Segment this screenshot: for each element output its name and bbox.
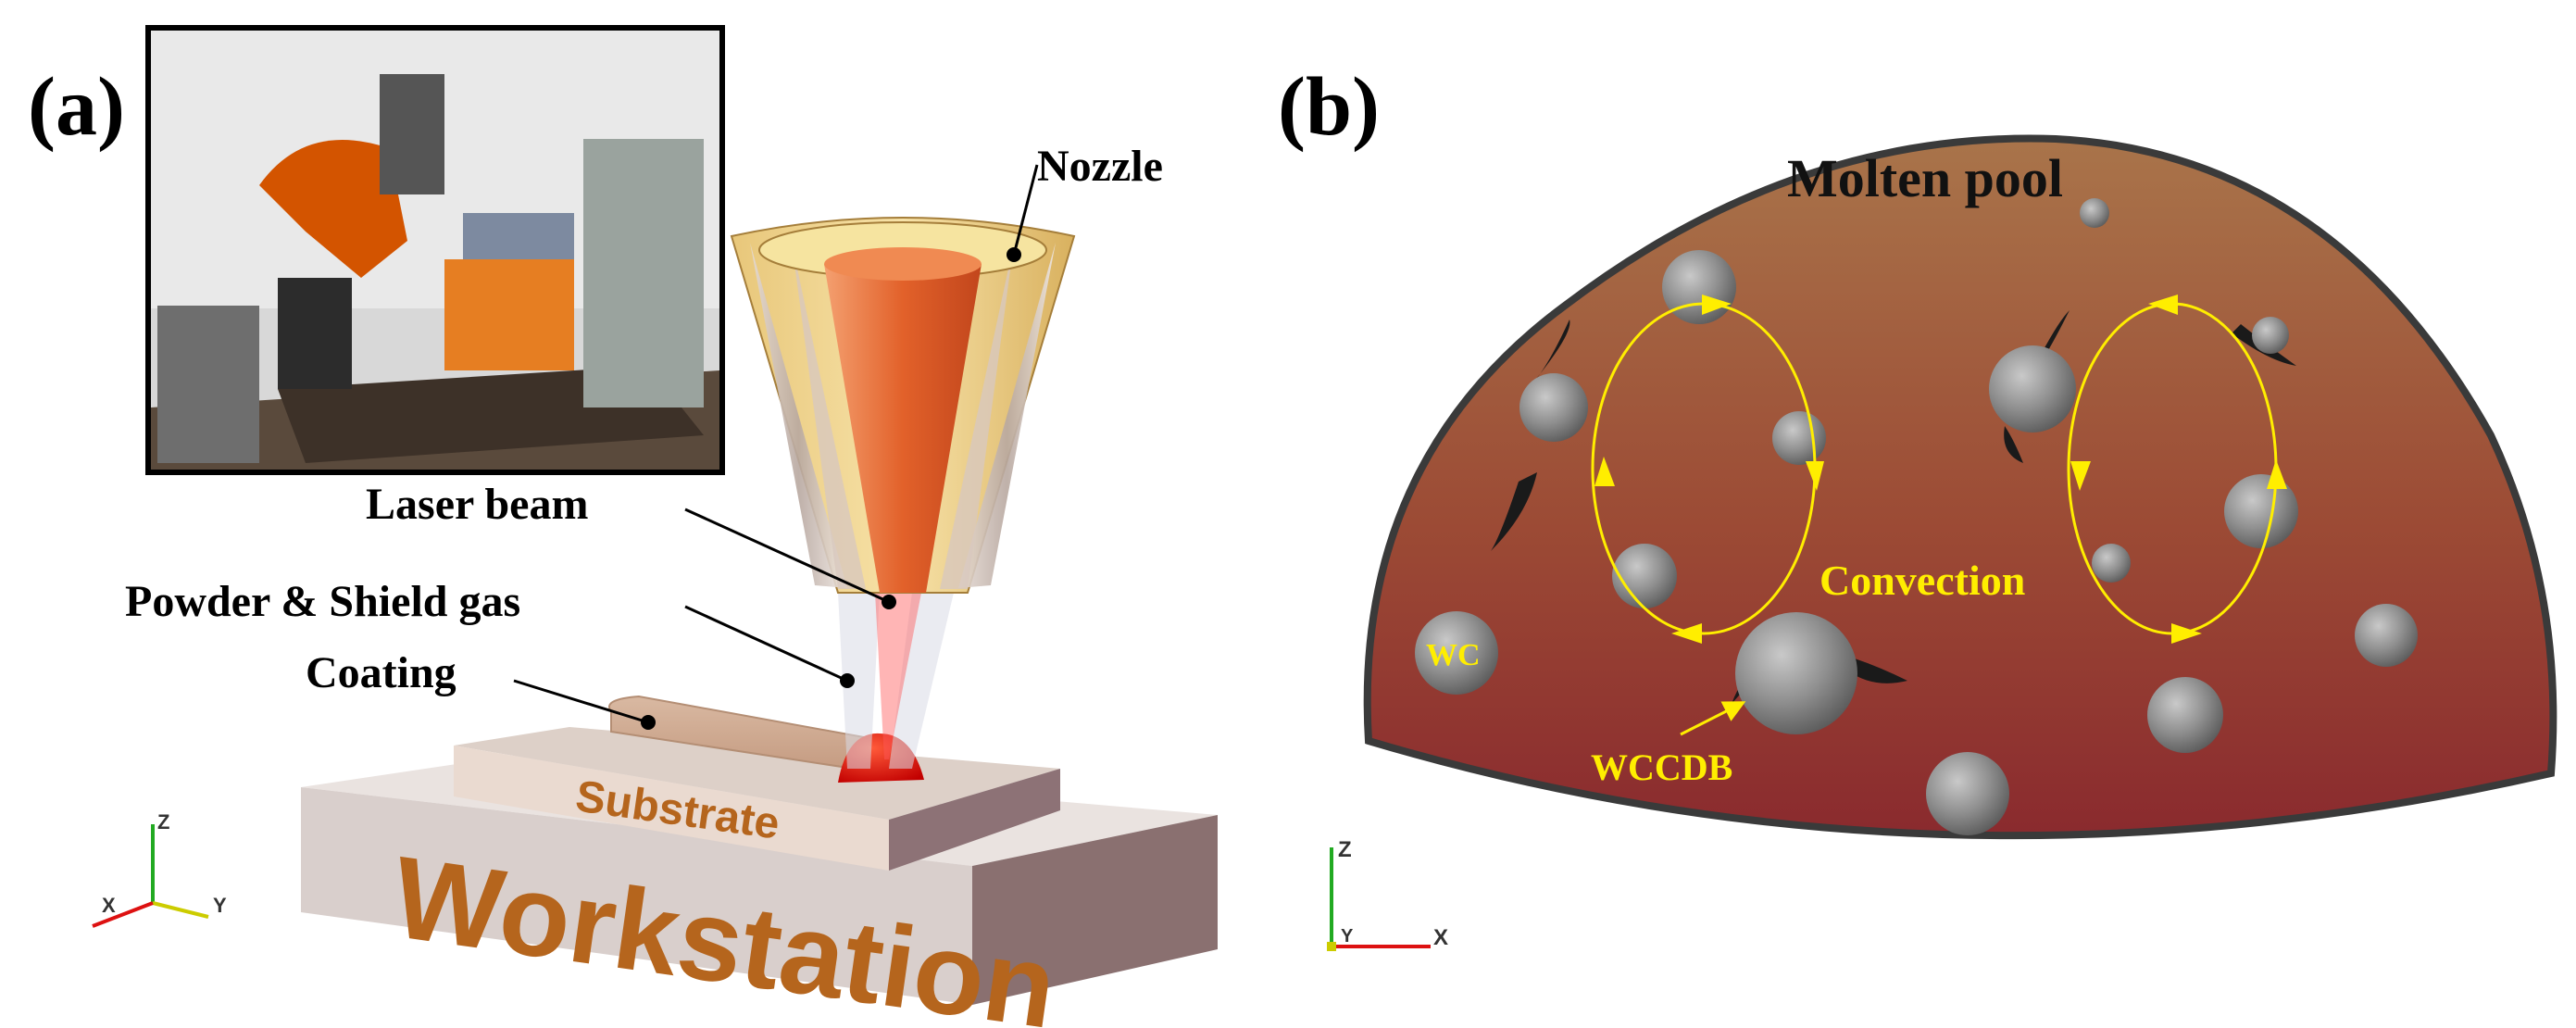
convection-label: Convection (1819, 557, 2025, 604)
axis-z-label-b: Z (1338, 837, 1352, 862)
laser-beam-label: Laser beam (366, 480, 588, 529)
axis-y-label-b: Y (1341, 926, 1354, 947)
leader-dots-a (641, 247, 1021, 730)
wccdb-pointer (1680, 701, 1746, 736)
axis-y-label-a: Y (213, 894, 227, 917)
workstation-block (301, 755, 1218, 1005)
wc-particle (2252, 317, 2289, 354)
wc-particle (1926, 752, 2009, 835)
wc-particle (2355, 604, 2418, 667)
wc-particle (2224, 474, 2298, 548)
panel-a-label: (a) (28, 61, 125, 153)
wc-particle (1772, 411, 1826, 465)
molten-pool-label: Molten pool (1787, 148, 2063, 208)
wc-particle (2147, 677, 2223, 753)
substrate-block (454, 727, 1060, 871)
molten-pool-dome (1363, 134, 2557, 840)
wc-particle (1735, 612, 1857, 734)
wccdb-label: WCCDB (1591, 746, 1732, 788)
wc-label: WC (1426, 638, 1481, 672)
leader-lines-a (513, 164, 1039, 724)
powder-shield-gas-label: Powder & Shield gas (125, 577, 520, 626)
wc-particle (2080, 198, 2109, 228)
wc-particle (1519, 373, 1588, 442)
axis-x-label-a: X (102, 894, 116, 917)
wc-particle (1612, 544, 1677, 608)
panel-b-label: (b) (1278, 61, 1380, 153)
wc-particles (1415, 198, 2418, 835)
equipment-photo (145, 25, 725, 475)
wc-particle (1989, 345, 2076, 433)
coating-label: Coating (306, 648, 456, 697)
axis-triad-a: Z Y X (92, 810, 227, 928)
nozzle-label: Nozzle (1037, 142, 1163, 191)
nozzle (730, 217, 1076, 594)
convection-arrowheads (1594, 295, 2287, 644)
wc-particle (1662, 250, 1736, 324)
axis-triad-b: Z X Y (1327, 837, 1448, 951)
axis-x-label-b: X (1433, 925, 1448, 950)
powder-gas-stream (838, 593, 954, 769)
wc-particle (1415, 611, 1498, 695)
laser-beam-lower (875, 593, 921, 759)
wc-particle (2092, 544, 2131, 583)
axis-z-label-a: Z (157, 810, 169, 834)
